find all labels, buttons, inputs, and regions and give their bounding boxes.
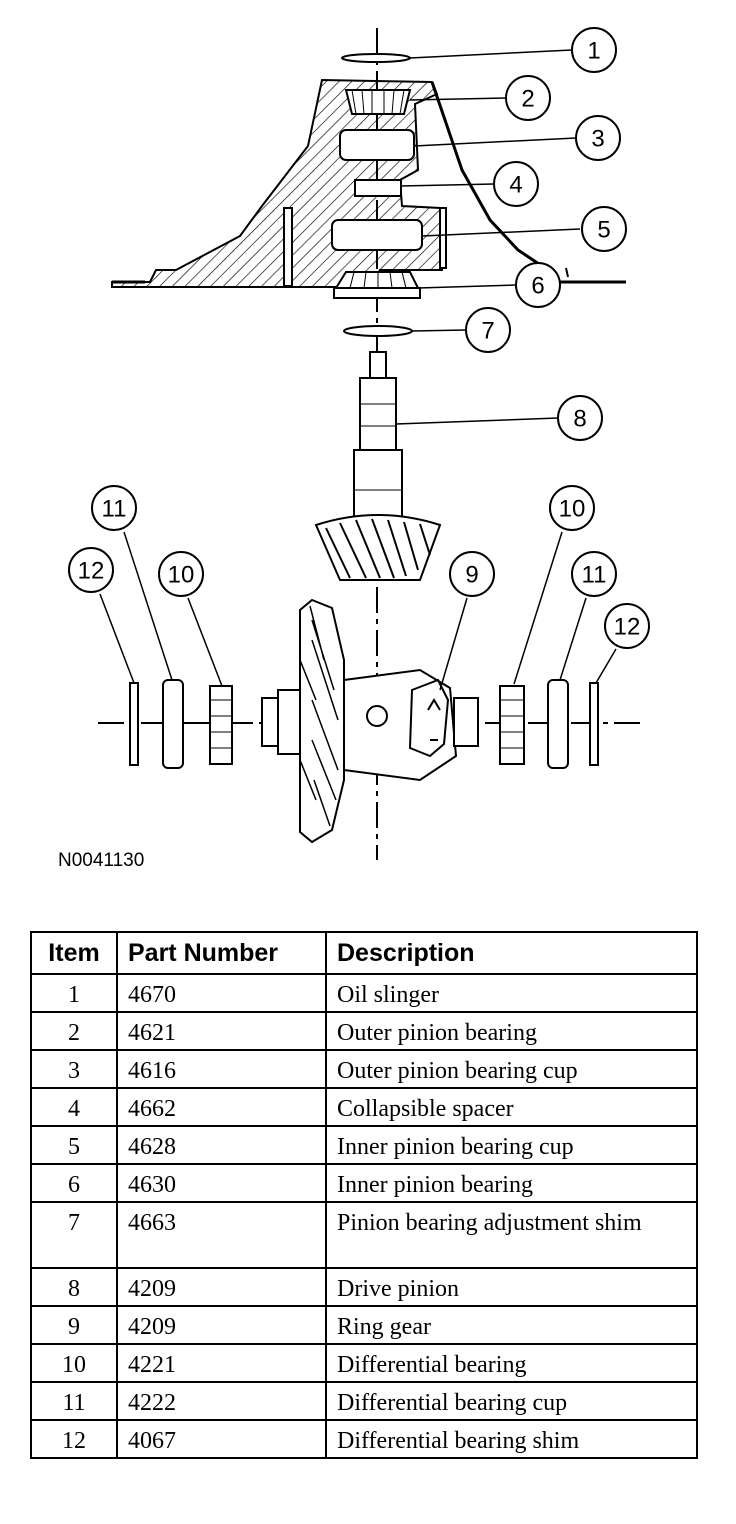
callout-3: 3	[591, 126, 604, 153]
cell-description: Oil slinger	[325, 973, 698, 1013]
callout-5: 5	[597, 217, 610, 244]
cell-part-number: 4222	[116, 1381, 327, 1421]
right-differential-bearing-cup	[547, 679, 569, 769]
inner-pinion-bearing	[333, 271, 421, 299]
cell-description: Differential bearing cup	[325, 1381, 698, 1421]
cell-description: Inner pinion bearing	[325, 1163, 698, 1203]
cell-part-number: 4628	[116, 1125, 327, 1165]
figure-id: N0041130	[58, 850, 145, 871]
cell-description: Collapsible spacer	[325, 1087, 698, 1127]
cell-item: 3	[30, 1049, 118, 1089]
cell-description: Differential bearing	[325, 1343, 698, 1383]
cell-part-number: 4662	[116, 1087, 327, 1127]
cell-description: Drive pinion	[325, 1267, 698, 1307]
cell-item: 7	[30, 1201, 118, 1269]
callout-6: 6	[531, 273, 544, 300]
cell-description: Pinion bearing adjustment shim	[325, 1201, 698, 1269]
cell-part-number: 4209	[116, 1267, 327, 1307]
cell-description: Outer pinion bearing cup	[325, 1049, 698, 1089]
header-part-number: Part Number	[116, 931, 327, 975]
cell-part-number: 4663	[116, 1201, 327, 1269]
cell-part-number: 4221	[116, 1343, 327, 1383]
leader-lines	[99, 49, 617, 691]
cell-item: 4	[30, 1087, 118, 1127]
cell-description: Differential bearing shim	[325, 1419, 698, 1459]
cell-part-number: 4616	[116, 1049, 327, 1089]
header-description: Description	[325, 931, 698, 975]
callout-11-right: 11	[582, 562, 607, 589]
callout-10-right: 10	[559, 496, 586, 523]
callout-7: 7	[481, 318, 494, 345]
cell-part-number: 4067	[116, 1419, 327, 1459]
outer-pinion-bearing-cup	[339, 129, 415, 161]
right-differential-shim	[589, 682, 599, 766]
callout-9: 9	[465, 562, 478, 589]
callout-11-left: 11	[102, 496, 127, 523]
callout-12-right: 12	[614, 614, 641, 641]
callout-8: 8	[573, 406, 586, 433]
pinion-shim	[343, 325, 413, 337]
cell-item: 2	[30, 1011, 118, 1051]
callout-10-left: 10	[168, 562, 195, 589]
cell-item: 10	[30, 1343, 118, 1383]
cell-part-number: 4621	[116, 1011, 327, 1051]
cell-item: 11	[30, 1381, 118, 1421]
cell-item: 9	[30, 1305, 118, 1345]
callout-4: 4	[509, 172, 522, 199]
callout-circles	[68, 27, 650, 649]
drive-pinion	[314, 351, 442, 581]
right-differential-bearing	[499, 685, 525, 765]
cell-part-number: 4209	[116, 1305, 327, 1345]
inner-pinion-bearing-cup	[331, 219, 423, 251]
left-differential-shim	[129, 682, 139, 766]
cell-item: 12	[30, 1419, 118, 1459]
header-item: Item	[30, 931, 118, 975]
callout-1: 1	[587, 38, 600, 65]
cell-item: 8	[30, 1267, 118, 1307]
cell-item: 1	[30, 973, 118, 1013]
differential-assembly	[261, 598, 479, 844]
cell-description: Inner pinion bearing cup	[325, 1125, 698, 1165]
oil-slinger	[341, 53, 411, 63]
cell-description: Ring gear	[325, 1305, 698, 1345]
cell-part-number: 4670	[116, 973, 327, 1013]
collapsible-spacer	[354, 179, 402, 197]
cell-item: 5	[30, 1125, 118, 1165]
outer-pinion-bearing	[344, 89, 412, 115]
cell-part-number: 4630	[116, 1163, 327, 1203]
cell-description: Outer pinion bearing	[325, 1011, 698, 1051]
callout-2: 2	[521, 86, 534, 113]
cell-item: 6	[30, 1163, 118, 1203]
exploded-axle-diagram: 1 2 3 4 5 6 7 8 9 10 11 10 12 11 12	[68, 27, 650, 860]
left-differential-bearing-cup	[162, 679, 184, 769]
table-header-row: Item Part Number Description	[30, 931, 698, 975]
left-differential-bearing	[209, 685, 233, 765]
callout-12-left: 12	[78, 558, 105, 585]
